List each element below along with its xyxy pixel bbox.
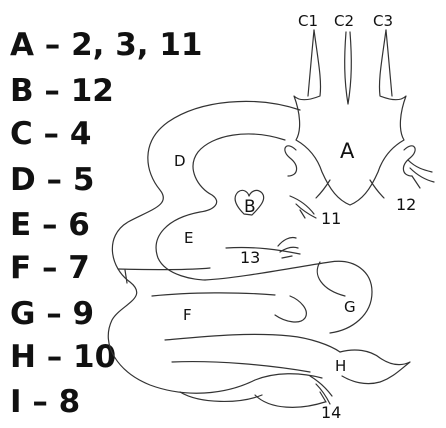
horn-c3-label: C3	[373, 12, 393, 30]
region-b-label: B	[244, 197, 256, 217]
legend-item-d: D – 5	[10, 162, 94, 198]
region-g-label: G	[344, 298, 356, 316]
color-key-legend: A – 2, 3, 11 B – 12 C – 4 D – 5 E – 6 F …	[10, 27, 203, 420]
horn-c1	[307, 29, 315, 97]
legend-item-f: F – 7	[10, 250, 90, 286]
dragon-head	[284, 29, 416, 206]
legend-item-g: G – 9	[10, 296, 94, 332]
heart-icon	[234, 189, 265, 216]
legend-item-i: I – 8	[10, 384, 80, 420]
horn-c2	[344, 31, 352, 105]
legend-item-e: E – 6	[10, 207, 90, 243]
part-numbers: 11 12 13 14	[240, 195, 416, 422]
horn-c2-label: C2	[334, 12, 354, 30]
region-labels: A B D E F G H C1 C2 C3	[174, 12, 393, 375]
region-f-label: F	[183, 306, 192, 324]
dragon-body-outline	[107, 100, 373, 408]
claw-14	[309, 375, 333, 405]
legend-item-h: H – 10	[10, 339, 116, 375]
region-a-label: A	[340, 139, 355, 163]
legend-item-a: A – 2, 3, 11	[10, 27, 203, 63]
claw-11	[289, 195, 317, 219]
horn-c3	[385, 29, 393, 97]
region-d-label: D	[174, 152, 186, 170]
part-number-13: 13	[240, 248, 260, 267]
region-e-label: E	[184, 229, 193, 247]
legend-item-c: C – 4	[10, 116, 91, 152]
legend-item-b: B – 12	[10, 73, 114, 109]
horn-c1-label: C1	[298, 12, 318, 30]
part-number-14: 14	[321, 403, 341, 422]
part-number-11: 11	[321, 209, 341, 228]
region-h-label: H	[335, 357, 346, 375]
claw-13	[277, 236, 299, 259]
tail-flame	[339, 349, 411, 385]
part-number-12: 12	[396, 195, 416, 214]
claw-12	[407, 159, 435, 189]
